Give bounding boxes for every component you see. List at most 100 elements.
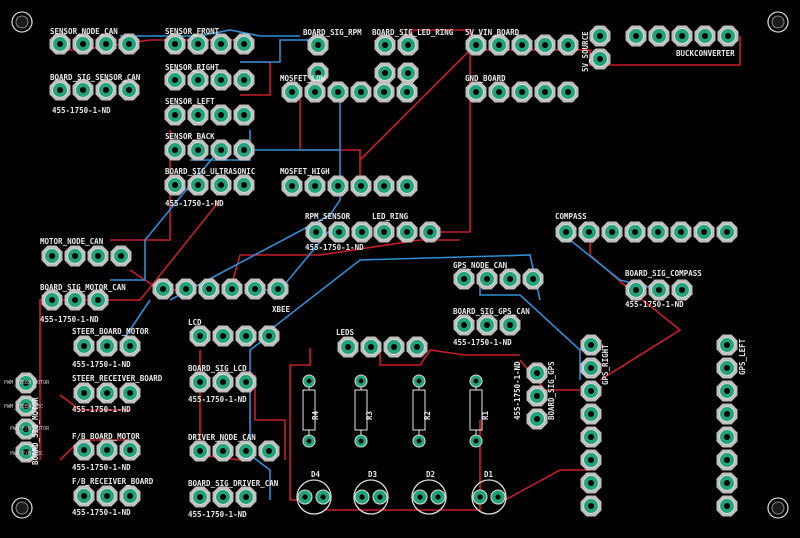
drill-hole xyxy=(172,182,178,188)
header-lcd xyxy=(189,325,280,347)
leds-group: D4 D3 D2 D1 xyxy=(296,470,507,515)
drill-hole xyxy=(679,287,685,293)
drill-hole xyxy=(172,147,178,153)
drill-hole xyxy=(172,112,178,118)
header-board-sig-gps-can xyxy=(453,314,521,336)
drill-hole xyxy=(678,229,684,235)
header-board-sig-lcd xyxy=(189,371,257,393)
header-board-sig-motor xyxy=(15,372,37,463)
drill-hole xyxy=(243,379,249,385)
drill-hole xyxy=(565,89,571,95)
drill-hole xyxy=(241,41,247,47)
drill-hole xyxy=(381,89,387,95)
header-steer-receiver-board xyxy=(73,382,141,404)
drill-hole xyxy=(243,494,249,500)
header-board-sig-driver-can xyxy=(189,486,257,508)
drill-hole xyxy=(405,42,411,48)
drill-hole xyxy=(57,41,63,47)
label-fb-board-motor: F/B_BOARD_MOTOR xyxy=(72,432,140,441)
drill-hole xyxy=(241,112,247,118)
drill-hole xyxy=(195,147,201,153)
drill-hole xyxy=(229,286,235,292)
drill-hole xyxy=(266,333,272,339)
drill-hole xyxy=(80,87,86,93)
drill-hole xyxy=(220,333,226,339)
label-sensor-right: SENSOR_RIGHT xyxy=(165,63,220,72)
drill-hole xyxy=(530,276,536,282)
drill-hole xyxy=(358,89,364,95)
resistor-r3: R3 xyxy=(354,374,374,448)
d4-label: D4 xyxy=(311,470,321,479)
label-mosfet-high: MOSFET_HIGH xyxy=(280,167,330,176)
label-part-m: 455-1750-1-ND xyxy=(188,510,247,519)
label-part-l: 455-1750-1-ND xyxy=(188,395,247,404)
label-board-sig-gps-can: BOARD_SIG_GPS_CAN xyxy=(453,307,530,316)
label-part-h: 455-1750-1-ND xyxy=(72,360,131,369)
label-board-sig-lcd: BOARD_SIG_LCD xyxy=(188,364,247,373)
drill-hole xyxy=(724,434,730,440)
drill-hole xyxy=(81,493,87,499)
label-compass: COMPASS xyxy=(555,212,587,221)
label-5v-vin-board: 5V_VIN_BOARD xyxy=(465,28,520,37)
drill-hole xyxy=(81,390,87,396)
d3-label: D3 xyxy=(368,470,378,479)
drill-hole xyxy=(197,448,203,454)
drill-hole xyxy=(289,183,295,189)
drill-hole xyxy=(220,448,226,454)
drill-hole xyxy=(80,41,86,47)
drill-hole xyxy=(391,344,397,350)
drill-hole xyxy=(95,253,101,259)
drill-hole xyxy=(218,112,224,118)
label-led-ring: LED_RING xyxy=(372,212,409,221)
header-board-sig-motor-can xyxy=(41,289,109,311)
label-pwm-fb-motor: PWM_F/B_MOTOR xyxy=(10,426,50,432)
drill-hole xyxy=(563,229,569,235)
drill-hole xyxy=(118,253,124,259)
label-xbee: XBEE xyxy=(272,305,291,314)
header-fb-board-motor xyxy=(73,439,141,461)
label-fb-receiver-board: F/B_RECEIVER_BOARD xyxy=(72,477,154,486)
mounting-holes xyxy=(11,11,789,519)
drill-hole xyxy=(197,333,203,339)
drill-hole xyxy=(427,229,433,235)
drill-hole xyxy=(195,41,201,47)
header-sensor-left xyxy=(164,104,255,126)
header-driver-node-can xyxy=(189,440,280,462)
label-part-k: 455-1750-1-ND xyxy=(72,508,131,517)
drill-hole xyxy=(461,276,467,282)
drill-hole xyxy=(289,89,295,95)
header-sensor-front xyxy=(164,33,255,55)
drill-hole xyxy=(345,344,351,350)
resistor-r4: R4 xyxy=(302,374,320,448)
drill-hole xyxy=(218,77,224,83)
drill-hole xyxy=(724,342,730,348)
drill-hole xyxy=(72,253,78,259)
drill-hole xyxy=(565,42,571,48)
resistors: R4 R3 R2 R1 xyxy=(302,374,490,448)
drill-hole xyxy=(104,447,110,453)
drill-hole xyxy=(597,33,603,39)
led-d3: D3 xyxy=(353,470,389,515)
label-pwm-steer-recv: PWM_STEER_REC xyxy=(4,404,43,410)
drill-hole xyxy=(724,388,730,394)
header-leds xyxy=(337,336,428,358)
drill-hole xyxy=(335,89,341,95)
label-steer-board-motor: STEER_BOARD_MOTOR xyxy=(72,327,149,336)
label-part-j: 455-1750-1-ND xyxy=(72,463,131,472)
label-board-sig-sensor-can: BOARD_SIG_SENSOR_CAN xyxy=(50,73,141,82)
header-sensor-node-can xyxy=(49,33,140,55)
header-gps-node-can xyxy=(453,268,544,290)
led-d4: D4 xyxy=(296,470,332,515)
r1-label: R1 xyxy=(481,410,490,420)
drill-hole xyxy=(588,434,594,440)
label-gnd-board: GND_BOARD xyxy=(465,74,506,83)
label-part-f: 455-1750-1-ND xyxy=(453,338,512,347)
drill-hole xyxy=(23,403,29,409)
label-board-sig-compass: BOARD_SIG_COMPASS xyxy=(625,269,702,278)
header-board-sig-ultrasonic xyxy=(164,174,255,196)
label-gps-right: GPS_RIGHT xyxy=(601,344,610,385)
drill-hole xyxy=(632,229,638,235)
drill-hole xyxy=(496,89,502,95)
label-part-i: 455-1750-1-ND xyxy=(72,405,131,414)
